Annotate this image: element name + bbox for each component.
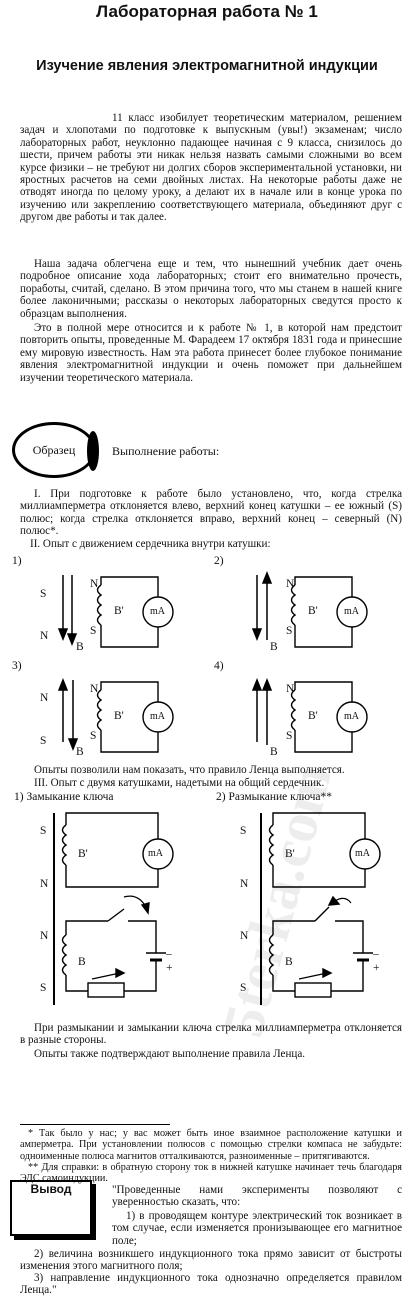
exp-1-coil-n: N	[90, 578, 99, 590]
open-field-b1: B'	[285, 848, 295, 860]
exp-2-label: 2)	[214, 555, 224, 567]
open-pole-s-top: S	[240, 825, 247, 837]
conclusion-item-1: 1) в проводящем контуре электрический то…	[112, 1210, 402, 1247]
exp-2-field-b1: B'	[308, 605, 318, 617]
sample-badge: Образец	[12, 422, 99, 478]
open-battery-minus: –	[373, 948, 379, 960]
close-meter-label: mA	[148, 848, 163, 859]
exp-4-diagram	[251, 677, 368, 753]
exp-4-magnet	[251, 677, 273, 745]
exp-1-field-b: B	[76, 641, 84, 653]
exp-4-field-b: B	[270, 746, 278, 758]
open-key	[314, 906, 330, 922]
step-2-text: II. Опыт с движением сердечника внутри к…	[30, 538, 271, 550]
close-pole-s-top: S	[40, 825, 47, 837]
conclusion-item-2: 2) величина возникшего индукционного ток…	[20, 1248, 402, 1273]
exp-3-coil	[96, 681, 174, 753]
open-pole-n-low: N	[240, 930, 249, 942]
close-key	[107, 908, 125, 922]
exp-2-meter: mA	[344, 606, 359, 617]
exp-4-coil	[290, 681, 368, 753]
close-lower-coil	[61, 934, 68, 976]
result-paragraph-1: При размыкании и замыкании ключа стрелка…	[20, 1022, 402, 1047]
close-rheostat	[87, 982, 125, 998]
exp-1-label: 1)	[12, 555, 22, 567]
close-battery-minus: –	[166, 948, 172, 960]
page-title: Лабораторная работа № 1	[96, 2, 318, 21]
page-subtitle: Изучение явления электромагнитной индукц…	[36, 58, 378, 74]
open-meter-label: mA	[355, 848, 370, 859]
close-battery-plus: +	[166, 962, 173, 974]
exp-3-coil-s: S	[90, 730, 97, 742]
exp-3-pole-s: S	[40, 735, 47, 747]
exp-3-field-b: B	[76, 746, 84, 758]
conclusion-badge: Вывод	[10, 1180, 92, 1236]
step-2-result: Опыты позволили нам показать, что правил…	[34, 764, 345, 776]
exp-3-label: 3)	[12, 660, 22, 672]
exp-2-coil-n: N	[286, 578, 295, 590]
exp-3-field-b1: B'	[114, 710, 124, 722]
conclusion-intro: "Проведенные нами эксперименты позволяют…	[112, 1184, 402, 1209]
exp-1-diagram	[57, 575, 174, 648]
exp-4-coil-s: S	[286, 730, 293, 742]
exp-1-field-b1: B'	[114, 605, 124, 617]
close-key-label: 1) Замыкание ключа	[14, 791, 114, 803]
open-battery-plus: +	[373, 962, 380, 974]
footnote-2: ** Для справки: в обратную сторону ток в…	[20, 1162, 402, 1185]
conclusion-item-3: 3) направление индукционного тока однозн…	[20, 1272, 402, 1297]
exp-1-magnet	[57, 575, 78, 647]
exp-1-coil-s: S	[90, 625, 97, 637]
open-pole-s-bottom: S	[240, 982, 247, 994]
close-upper-coil	[61, 824, 68, 866]
exp-2-field-b: B	[270, 641, 278, 653]
result-paragraph-2: Опыты также подтверждают выполнение прав…	[34, 1048, 306, 1060]
open-key-diagram	[260, 812, 381, 1005]
exp-3-diagram	[57, 677, 174, 753]
exp-3-magnet	[57, 677, 79, 752]
exp-4-coil-n: N	[286, 683, 295, 695]
close-pole-s-bottom: S	[40, 982, 47, 994]
exp-3-pole-n: N	[40, 692, 49, 704]
exp-2-diagram	[251, 570, 368, 648]
close-pole-n-low: N	[40, 930, 49, 942]
open-rheostat	[294, 982, 332, 998]
exp-1-pole-n: N	[40, 630, 49, 642]
close-field-b: B	[78, 956, 86, 968]
exp-3-meter: mA	[150, 711, 165, 722]
intro-paragraph-1: 11 класс изобилует теоретическим материа…	[20, 112, 402, 224]
open-lower-coil	[268, 934, 275, 976]
footnote-divider	[20, 1124, 170, 1125]
step-1-text: I. При подготовке к работе было установл…	[20, 488, 402, 538]
step-3-text: III. Опыт с двумя катушками, надетыми на…	[34, 777, 325, 789]
intro-paragraph-2: Наша задача облегчена еще и тем, что нын…	[20, 258, 402, 320]
close-key-diagram	[53, 812, 174, 1005]
open-key-label: 2) Размыкание ключа**	[216, 791, 333, 803]
open-upper-coil	[268, 824, 275, 866]
exp-4-meter: mA	[344, 711, 359, 722]
exp-3-coil-n: N	[90, 683, 99, 695]
exp-2-coil	[290, 576, 368, 648]
exp-1-meter: mA	[150, 606, 165, 617]
exp-1-pole-s: S	[40, 588, 47, 600]
exp-1-coil	[96, 576, 174, 648]
exp-4-label: 4)	[214, 660, 224, 672]
exp-2-coil-s: S	[286, 625, 293, 637]
open-meter	[349, 838, 381, 870]
close-meter	[142, 838, 174, 870]
open-field-b: B	[285, 956, 293, 968]
close-field-b1: B'	[78, 848, 88, 860]
open-pole-n-mid: N	[240, 878, 249, 890]
intro-paragraph-3: Это в полной мере относится и к работе №…	[20, 322, 402, 384]
execution-label: Выполнение работы:	[112, 444, 220, 458]
exp-4-field-b1: B'	[308, 710, 318, 722]
close-pole-n-mid: N	[40, 878, 49, 890]
exp-2-magnet	[251, 570, 273, 642]
footnote-1: * Так было у нас; у вас может быть иное …	[20, 1128, 402, 1162]
